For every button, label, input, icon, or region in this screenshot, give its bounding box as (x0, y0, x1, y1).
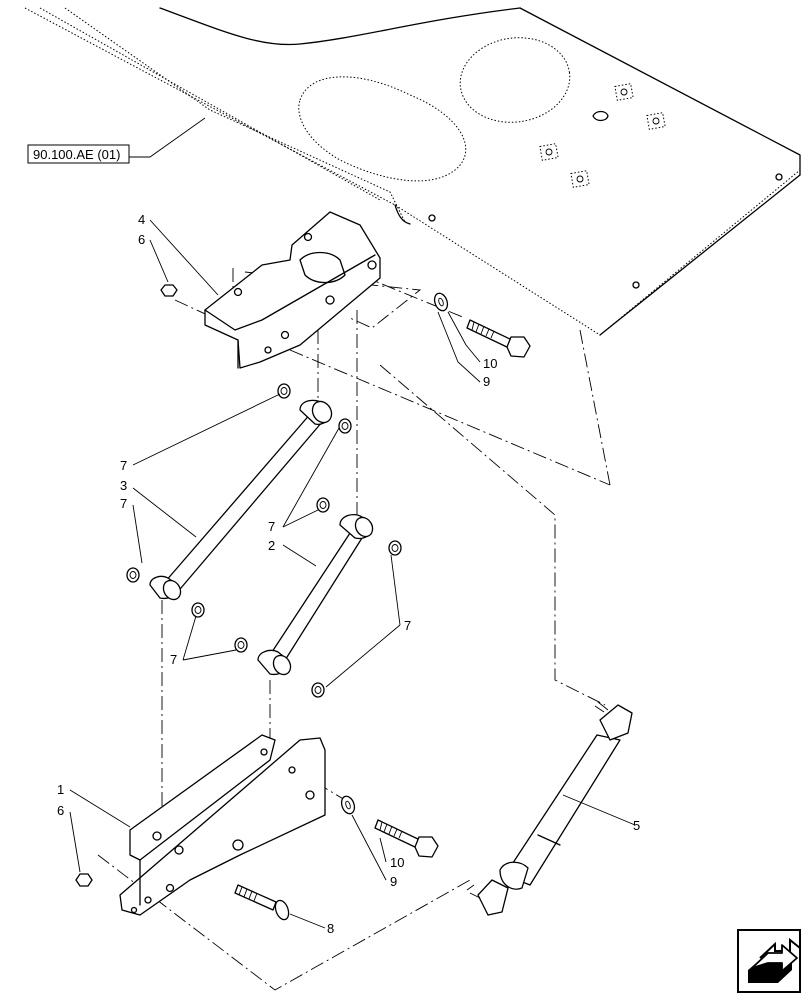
callout-3: 3 (120, 478, 127, 493)
nut-upper (160, 284, 178, 297)
nut-lower (75, 873, 93, 887)
link-rod-right (257, 514, 374, 676)
callout-10: 10 (390, 855, 404, 870)
callout-4: 4 (138, 212, 145, 227)
bushings (126, 383, 402, 698)
callout-6: 6 (57, 803, 64, 818)
callout-10: 10 (483, 356, 497, 371)
lower-bracket (119, 734, 326, 916)
gas-strut (466, 701, 633, 916)
pin-bolt (234, 884, 290, 921)
leader-lines (69, 219, 636, 929)
bolt-upper (466, 319, 531, 358)
reference-link[interactable]: 90.100.AE (01) (27, 117, 206, 164)
callout-7: 7 (404, 618, 411, 633)
callout-7: 7 (120, 496, 127, 511)
callout-6: 6 (138, 232, 145, 247)
callout-9: 9 (483, 374, 490, 389)
callout-5: 5 (633, 818, 640, 833)
next-page-arrow-icon[interactable] (737, 929, 801, 993)
washer-lower (340, 795, 356, 815)
callout-7: 7 (268, 519, 275, 534)
callout-1: 1 (57, 782, 64, 797)
bolt-lower (374, 819, 439, 858)
reference-label: 90.100.AE (01) (33, 147, 120, 162)
callout-7: 7 (120, 458, 127, 473)
upper-bracket (204, 211, 381, 369)
callout-8: 8 (327, 921, 334, 936)
callout-7: 7 (170, 652, 177, 667)
callout-2: 2 (268, 538, 275, 553)
link-rod-left (149, 399, 333, 601)
washer-upper (433, 292, 449, 312)
callout-numbers: 4 6 10 9 7 3 7 7 2 7 7 1 6 5 10 9 8 (57, 212, 640, 936)
callout-9: 9 (390, 874, 397, 889)
frame-panel (24, 7, 801, 336)
